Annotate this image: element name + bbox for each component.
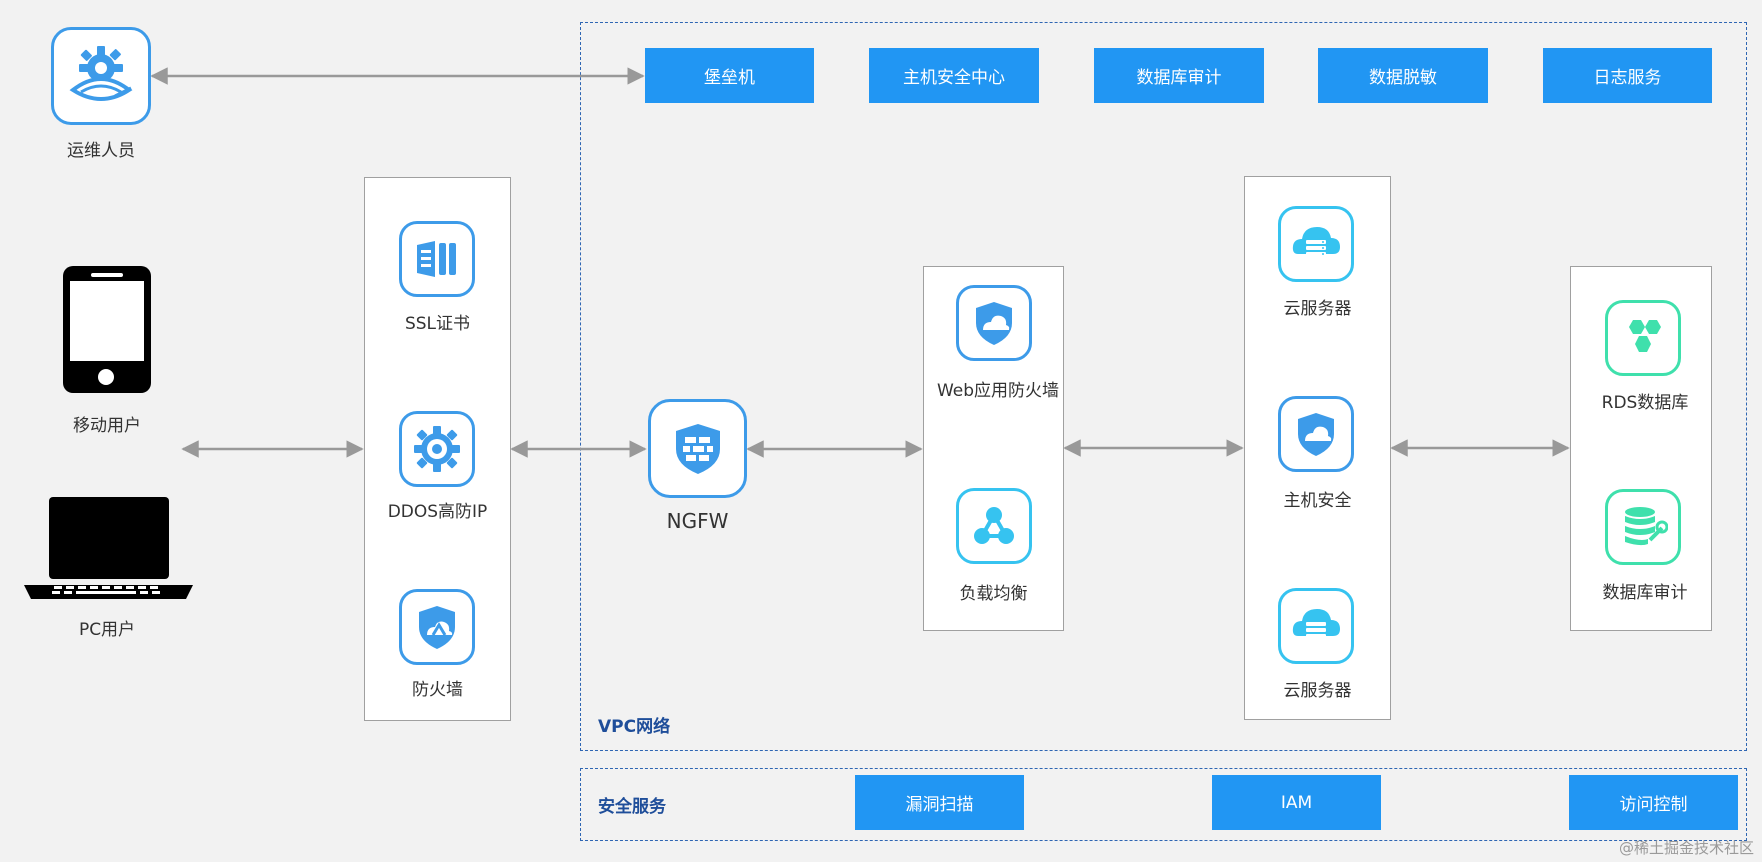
load-balancer-icon[interactable] <box>956 488 1032 564</box>
service-database-audit[interactable]: 数据库审计 <box>1094 48 1264 103</box>
host-security-label: 主机安全 <box>1283 491 1352 511</box>
service-vulnerability-scan[interactable]: 漏洞扫描 <box>855 775 1024 830</box>
watermark: @稀土掘金技术社区 <box>1618 839 1754 857</box>
vpc-network-zone <box>580 22 1747 751</box>
cloud-server-icon[interactable] <box>1278 588 1354 664</box>
service-data-masking[interactable]: 数据脱敏 <box>1318 48 1488 103</box>
ddos-gear-icon[interactable] <box>399 411 475 487</box>
ssl-label: SSL证书 <box>404 314 471 334</box>
service-bastion[interactable]: 堡垒机 <box>645 48 814 103</box>
service-iam[interactable]: IAM <box>1212 775 1381 830</box>
firewall-shield-icon[interactable] <box>399 589 475 665</box>
vpc-zone-label: VPC网络 <box>598 717 671 737</box>
host-security-shield-icon[interactable] <box>1278 396 1354 472</box>
cloud-server-2-label: 云服务器 <box>1283 681 1352 701</box>
security-zone-label: 安全服务 <box>598 797 666 817</box>
ngfw-label: NGFW <box>666 509 729 533</box>
laptop-icon[interactable] <box>24 497 193 600</box>
lb-label: 负载均衡 <box>959 584 1028 604</box>
firewall-label: 防火墙 <box>412 680 463 700</box>
waf-shield-icon[interactable] <box>956 285 1032 361</box>
rds-label: RDS数据库 <box>1601 393 1689 413</box>
service-log[interactable]: 日志服务 <box>1543 48 1712 103</box>
service-access-control[interactable]: 访问控制 <box>1569 775 1738 830</box>
ops-gear-icon[interactable] <box>51 27 151 125</box>
ops-label: 运维人员 <box>67 141 135 161</box>
ddos-label: DDOS高防IP <box>387 502 488 522</box>
cloud-server-icon[interactable] <box>1278 206 1354 282</box>
waf-label: Web应用防火墙 <box>936 381 1060 401</box>
db-audit-label: 数据库审计 <box>1602 583 1688 603</box>
mobile-phone-icon[interactable] <box>63 266 151 393</box>
database-audit-icon[interactable] <box>1605 489 1681 565</box>
security-services-zone <box>580 768 1747 841</box>
pc-user-label: PC用户 <box>78 620 136 640</box>
service-host-security-center[interactable]: 主机安全中心 <box>869 48 1039 103</box>
ngfw-firewall-icon[interactable] <box>648 399 747 498</box>
mobile-user-label: 移动用户 <box>73 416 141 436</box>
rds-database-icon[interactable] <box>1605 300 1681 376</box>
ssl-certificate-icon[interactable] <box>399 221 475 297</box>
cloud-server-1-label: 云服务器 <box>1283 299 1352 319</box>
